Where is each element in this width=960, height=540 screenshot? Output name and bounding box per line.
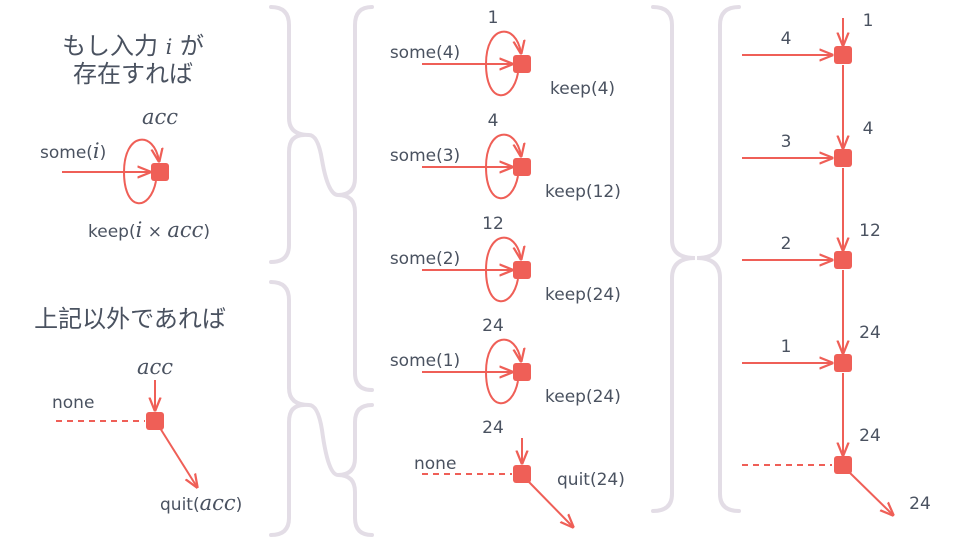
chain-input-value: 1	[781, 337, 792, 357]
some-case-title: もし入力 i が	[62, 32, 204, 60]
final-quit-arrow	[527, 480, 573, 527]
step-1: 1 some(4) keep(4)	[390, 8, 615, 99]
final-state-node	[513, 465, 531, 483]
step-input-label: some(1)	[390, 351, 460, 371]
none-label: none	[52, 393, 94, 413]
state-node	[146, 412, 164, 430]
some-case-title-line2: 存在すれば	[73, 60, 193, 88]
step-state-node	[513, 363, 531, 381]
brace-right-right	[696, 5, 741, 513]
step-input-label: some(4)	[390, 43, 460, 63]
step-3: 12 some(2) keep(24)	[390, 214, 621, 305]
brace-middle-bottom	[337, 403, 374, 537]
chain-acc-value: 24	[859, 426, 881, 446]
chain-state-node	[834, 456, 852, 474]
brace-left-bottom	[269, 280, 340, 537]
brace-right-left	[651, 5, 696, 513]
step-loop-arrow	[484, 133, 521, 200]
chain-acc-value: 1	[863, 11, 874, 31]
step-input-label: some(3)	[390, 146, 460, 166]
legend-keep-label: keep(i × acc)	[88, 218, 210, 242]
step-loop-arrow	[484, 236, 521, 303]
step-state-node	[513, 158, 531, 176]
step-state-node	[513, 55, 531, 73]
quit-label: quit(acc)	[160, 491, 242, 515]
legend-state-node	[151, 163, 169, 181]
step-loop-arrow	[484, 30, 521, 97]
step-4: 24 some(1) keep(24)	[390, 316, 621, 407]
legend-loop-arrow	[122, 138, 159, 205]
brace-middle-top	[337, 5, 374, 392]
step-output-label: keep(24)	[545, 285, 621, 305]
chain-acc-value: 4	[863, 119, 874, 139]
quit-arrow	[159, 427, 197, 487]
step-output-label: keep(4)	[550, 79, 615, 99]
chain-acc-value: 24	[859, 323, 881, 343]
step-loop-arrow	[484, 338, 521, 405]
chain-result-arrow	[848, 471, 893, 515]
chain-state-node	[834, 46, 852, 64]
step-acc-label: 1	[488, 8, 499, 28]
chain-state-node	[834, 354, 852, 372]
step-acc-label: 24	[482, 316, 504, 336]
chain-input-value: 4	[781, 29, 792, 49]
step-acc-label: 4	[488, 111, 499, 131]
none-acc-label: acc	[137, 355, 173, 379]
step-2: 4 some(3) keep(12)	[390, 111, 621, 202]
chain-result-value: 24	[909, 494, 931, 514]
none-case-title: 上記以外であれば	[34, 305, 226, 333]
chain-input-value: 3	[781, 132, 792, 152]
step-output-label: keep(24)	[545, 387, 621, 407]
legend-some-label: some(i)	[40, 139, 106, 163]
final-none-label: none	[414, 454, 456, 474]
brace-left-top	[269, 5, 340, 264]
step-state-node	[513, 261, 531, 279]
step-acc-label: 12	[482, 214, 504, 234]
final-acc-label: 24	[482, 418, 504, 438]
legend-acc-label: acc	[142, 105, 178, 129]
step-output-label: keep(12)	[545, 182, 621, 202]
chain-acc-value: 12	[859, 221, 881, 241]
chain-state-node	[834, 149, 852, 167]
final-quit-label: quit(24)	[557, 470, 625, 490]
chain-state-node	[834, 251, 852, 269]
chain-input-value: 2	[781, 234, 792, 254]
step-input-label: some(2)	[390, 249, 460, 269]
